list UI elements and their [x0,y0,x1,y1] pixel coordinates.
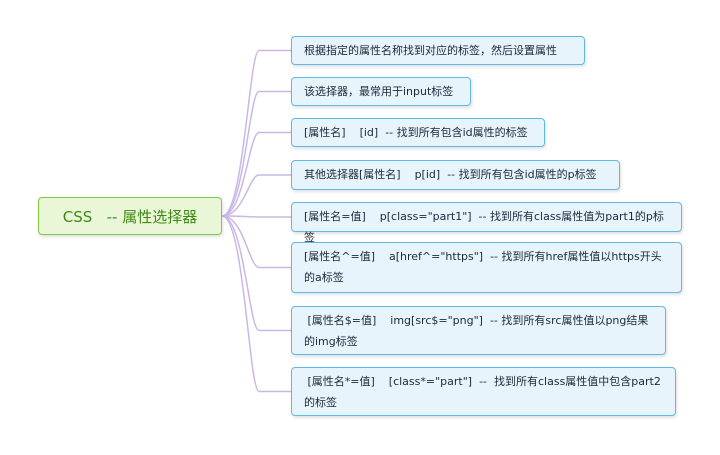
branch-node-8[interactable]: [属性名*=值] [class*="part"] -- 找到所有class属性值… [291,367,676,416]
branch-node-2[interactable]: 该选择器，最常用于input标签 [291,77,471,106]
connector-line-8 [221,215,291,393]
branch-node-7[interactable]: [属性名$=值] img[src$="png"] -- 找到所有src属性值以p… [291,306,666,355]
connector-line-6 [221,215,291,269]
branch-node-4[interactable]: 其他选择器[属性名] p[id] -- 找到所有包含id属性的p标签 [291,160,620,190]
branch-node-5[interactable]: [属性名=值] p[class="part1"] -- 找到所有class属性值… [291,202,682,244]
root-topic[interactable]: CSS -- 属性选择器 [38,197,222,235]
connector-line-4 [221,174,291,217]
connector-line-7 [221,215,291,332]
connector-line-5 [221,215,291,218]
branch-node-1[interactable]: 根据指定的属性名称找到对应的标签，然后设置属性 [291,36,585,65]
connector-line-2 [221,90,291,217]
branch-node-3[interactable]: [属性名] [id] -- 找到所有包含id属性的标签 [291,118,545,147]
branch-node-6[interactable]: [属性名^=值] a[href^="https"] -- 找到所有href属性值… [291,242,682,293]
connector-line-3 [221,131,291,217]
connector-line-1 [221,49,291,217]
